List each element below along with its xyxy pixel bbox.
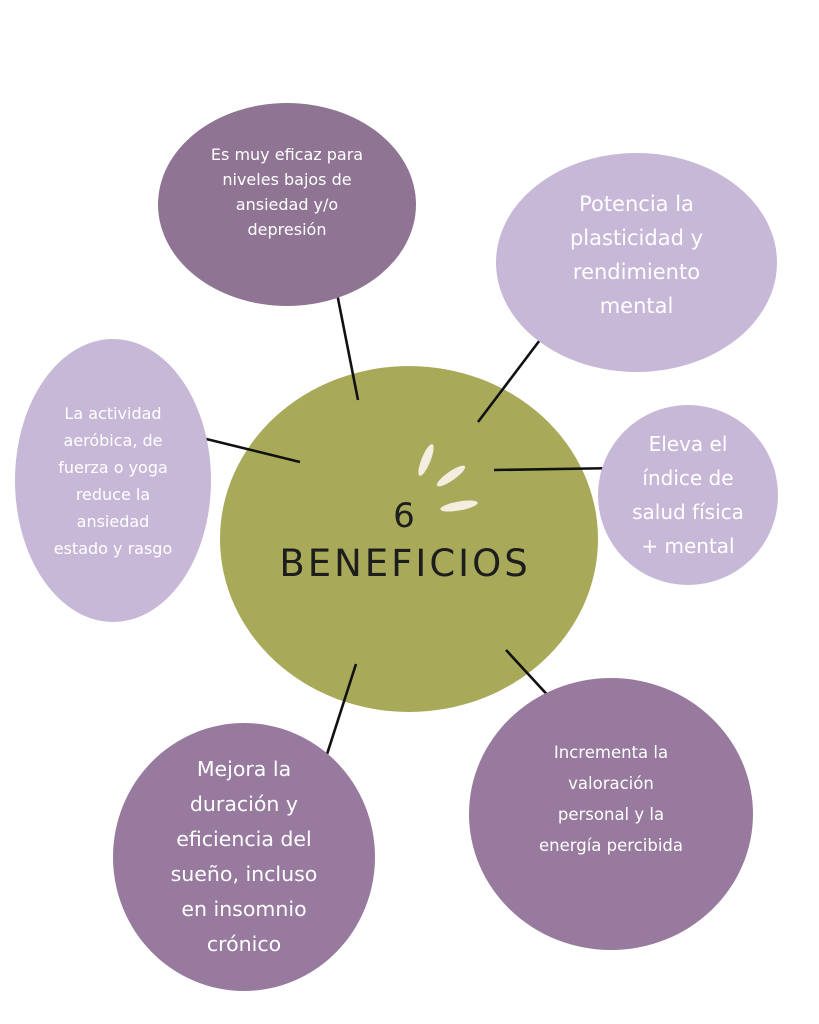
benefit-text-right-top: Potencia la plasticidad y rendimiento me… <box>569 192 704 318</box>
arrow-to-left <box>190 435 301 464</box>
benefit-text-bottom-left: Mejora la duración y eficiencia del sueñ… <box>170 757 318 956</box>
benefit-bubble-right-top: Potencia la plasticidad y rendimiento me… <box>496 153 777 372</box>
center-title: BENEFICIOS <box>279 542 531 585</box>
center-number: 6 <box>393 496 415 536</box>
sparkle-icon <box>418 444 478 512</box>
benefit-text-top: Es muy eficaz para niveles bajos de ansi… <box>210 145 364 239</box>
benefit-bubble-top: Es muy eficaz para niveles bajos de ansi… <box>158 103 416 306</box>
benefit-text-bottom-right: Incrementa la valoración personal y la e… <box>538 743 683 855</box>
benefit-bubble-bottom-left: Mejora la duración y eficiencia del sueñ… <box>113 723 375 991</box>
benefit-text-right-mid: Eleva el índice de salud física + mental <box>632 432 744 558</box>
benefit-bubble-bottom-right: Incrementa la valoración personal y la e… <box>469 678 753 950</box>
center-circle <box>220 366 598 712</box>
benefit-bubble-right-mid: Eleva el índice de salud física + mental <box>598 405 778 585</box>
arrow-to-right-mid <box>493 468 620 470</box>
benefit-bubble-left: La actividad aeróbica, de fuerza o yoga … <box>15 339 211 622</box>
benefit-text-left: La actividad aeróbica, de fuerza o yoga … <box>53 403 173 558</box>
